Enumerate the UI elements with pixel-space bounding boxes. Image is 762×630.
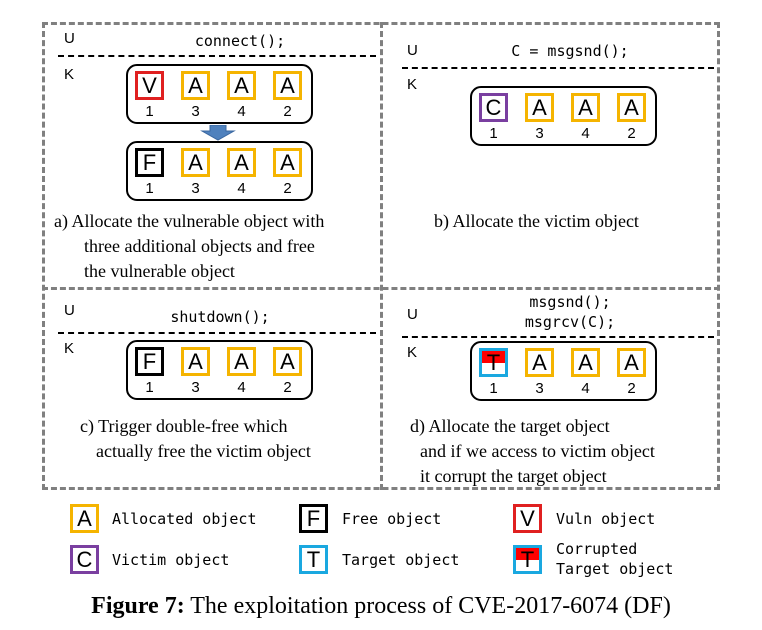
object-box: A: [525, 93, 554, 122]
legend-free-box: F: [299, 504, 328, 533]
user-space-label: U: [407, 42, 418, 59]
panel-c-caption-line: c) Trigger double-free which: [80, 416, 288, 436]
horizontal-divider: [42, 287, 720, 290]
legend-corrupted-box: T: [513, 545, 542, 574]
panel-d-code-line: msgsnd();: [529, 293, 611, 311]
object-index: 3: [535, 125, 544, 142]
object-box: C: [479, 93, 508, 122]
object-index: 2: [283, 379, 292, 396]
panel-d-caption-line: and if we access to victim object: [420, 441, 655, 461]
object-group-after: F A A A 1 3 4 2: [126, 141, 313, 201]
user-space-label: U: [64, 302, 75, 319]
object-box: A: [273, 71, 302, 100]
legend-allocated-box: A: [70, 504, 99, 533]
object-index: 2: [627, 125, 636, 142]
panel-a-caption-line: a) Allocate the vulnerable object with: [54, 211, 325, 231]
object-index: 1: [145, 180, 154, 197]
object-index: 1: [145, 379, 154, 396]
object-index: 1: [489, 380, 498, 397]
object-box: A: [571, 348, 600, 377]
legend-corrupted-label-line1: Corrupted: [556, 540, 638, 558]
object-index: 4: [581, 125, 590, 142]
object-box: A: [525, 348, 554, 377]
user-kernel-divider: [402, 67, 714, 69]
user-kernel-divider: [58, 332, 376, 334]
panel-a-caption-line: the vulnerable object: [84, 261, 235, 281]
vertical-divider: [380, 22, 383, 490]
object-box: A: [273, 148, 302, 177]
object-box: A: [227, 347, 256, 376]
panel-b-caption-line: b) Allocate the victim object: [434, 211, 639, 231]
legend-vuln-label: Vuln object: [556, 510, 656, 528]
object-box: A: [181, 148, 210, 177]
down-arrow-icon: [200, 125, 236, 141]
user-space-label: U: [407, 306, 418, 323]
object-group: F A A A 1 3 4 2: [126, 340, 313, 400]
object-index: 3: [191, 379, 200, 396]
legend-target-box: T: [299, 545, 328, 574]
object-index: 1: [489, 125, 498, 142]
legend-allocated-label: Allocated object: [112, 510, 257, 528]
object-box: F: [135, 148, 164, 177]
object-box: A: [571, 93, 600, 122]
object-index: 4: [237, 103, 246, 120]
legend-victim-label: Victim object: [112, 551, 230, 569]
object-box: A: [181, 347, 210, 376]
figure-caption: Figure 7: The exploitation process of CV…: [0, 592, 762, 620]
panel-c-code: shutdown();: [170, 308, 270, 326]
panel-d-caption-line: it corrupt the target object: [420, 466, 607, 486]
user-space-label: U: [64, 30, 75, 47]
object-box: V: [135, 71, 164, 100]
object-box: A: [617, 348, 646, 377]
legend-victim-box: C: [70, 545, 99, 574]
kernel-space-label: K: [407, 344, 418, 361]
panel-a-code: connect();: [194, 32, 286, 50]
panel-a-caption-line: three additional objects and free: [84, 236, 315, 256]
object-index: 3: [191, 103, 200, 120]
panel-c-caption-line: actually free the victim object: [96, 441, 311, 461]
object-index: 4: [581, 380, 590, 397]
object-index: 1: [145, 103, 154, 120]
legend-free-label: Free object: [342, 510, 442, 528]
panel-b-code: C = msgsnd();: [511, 42, 629, 60]
user-kernel-divider: [58, 55, 376, 57]
object-index: 2: [283, 180, 292, 197]
object-box: A: [617, 93, 646, 122]
object-index: 3: [191, 180, 200, 197]
object-group: T A A A 1 3 4 2: [470, 341, 657, 401]
object-index: 4: [237, 379, 246, 396]
legend-vuln-box: V: [513, 504, 542, 533]
object-box: T: [479, 348, 508, 377]
object-box: A: [181, 71, 210, 100]
legend-target-label: Target object: [342, 551, 460, 569]
object-box: A: [227, 71, 256, 100]
object-index: 2: [283, 103, 292, 120]
panel-d-caption-line: d) Allocate the target object: [410, 416, 610, 436]
figure-caption-text: The exploitation process of CVE-2017-607…: [184, 593, 671, 619]
object-index: 2: [627, 380, 636, 397]
object-box: F: [135, 347, 164, 376]
object-box: A: [227, 148, 256, 177]
panel-d-code-line: msgrcv(C);: [524, 313, 616, 331]
object-index: 4: [237, 180, 246, 197]
legend-corrupted-label-line2: Target object: [556, 560, 674, 578]
object-group-before: V A A A 1 3 4 2: [126, 64, 313, 124]
kernel-space-label: K: [64, 66, 75, 83]
object-index: 3: [535, 380, 544, 397]
kernel-space-label: K: [64, 340, 75, 357]
user-kernel-divider: [402, 336, 714, 338]
kernel-space-label: K: [407, 76, 418, 93]
object-box: A: [273, 347, 302, 376]
object-group: C A A A 1 3 4 2: [470, 86, 657, 146]
figure-caption-label: Figure 7:: [91, 593, 185, 619]
